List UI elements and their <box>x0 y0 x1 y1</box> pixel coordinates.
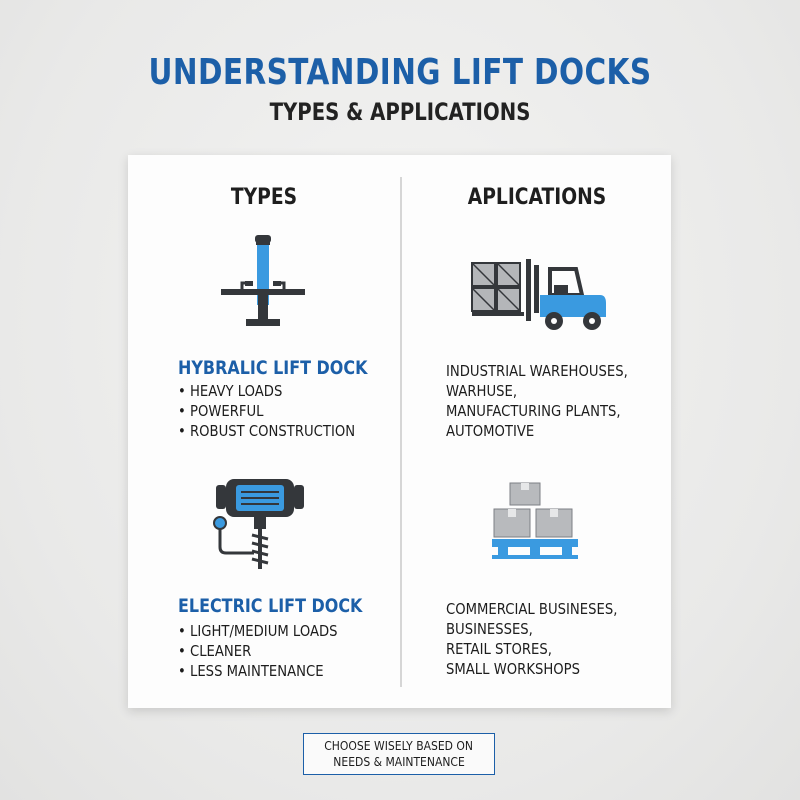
list-item: ROBUST CONSTRUCTION <box>178 421 355 441</box>
types-heading: TYPES <box>230 185 298 210</box>
info-card: TYPES APLICATIONS HYBRALIC LIFT DOCK HEA… <box>128 155 671 708</box>
list-item: WARHUSE, <box>446 382 518 400</box>
list-item: CLEANER <box>178 641 338 661</box>
list-item: SMALL WORKSHOPS <box>446 660 581 678</box>
list-item: INDUSTRIAL WAREHOUSES, <box>446 362 628 380</box>
footer-line-2: NEEDS & MAINTENANCE <box>333 755 465 769</box>
list-item: RETAIL STORES, <box>446 640 552 658</box>
footer-line-1: CHOOSE WISELY BASED ON <box>324 739 474 753</box>
industrial-applications-list: INDUSTRIAL WAREHOUSES, WARHUSE, MANUFACT… <box>446 361 628 441</box>
column-divider <box>400 177 402 687</box>
commercial-applications-list: COMMERCIAL BUSINESES, BUSINESSES, RETAIL… <box>446 599 617 679</box>
hydraulic-lift-icon <box>221 235 305 326</box>
list-item: LESS MAINTENANCE <box>178 661 338 681</box>
list-item: MANUFACTURING PLANTS, <box>446 402 621 420</box>
list-item: POWERFUL <box>178 401 355 421</box>
list-item: COMMERCIAL BUSINESES, <box>446 600 618 618</box>
hydraulic-feature-list: HEAVY LOADS POWERFUL ROBUST CONSTRUCTION <box>178 381 355 441</box>
electric-feature-list: LIGHT/MEDIUM LOADS CLEANER LESS MAINTENA… <box>178 621 338 681</box>
applications-heading: APLICATIONS <box>467 185 607 210</box>
electric-type-title: ELECTRIC LIFT DOCK <box>178 595 363 617</box>
electric-motor-icon <box>213 479 304 569</box>
sub-title: TYPES & APPLICATIONS <box>269 98 531 126</box>
list-item: LIGHT/MEDIUM LOADS <box>178 621 338 641</box>
list-item: HEAVY LOADS <box>178 381 355 401</box>
hydraulic-type-title: HYBRALIC LIFT DOCK <box>178 357 368 379</box>
footer-note: CHOOSE WISELY BASED ON NEEDS & MAINTENAN… <box>303 733 495 775</box>
boxes-pallet-icon <box>492 482 578 559</box>
forklift-icon <box>471 259 606 330</box>
list-item: AUTOMOTIVE <box>446 422 535 440</box>
list-item: BUSINESSES, <box>446 620 533 638</box>
main-title: UNDERSTANDING LIFT DOCKS <box>148 52 652 93</box>
